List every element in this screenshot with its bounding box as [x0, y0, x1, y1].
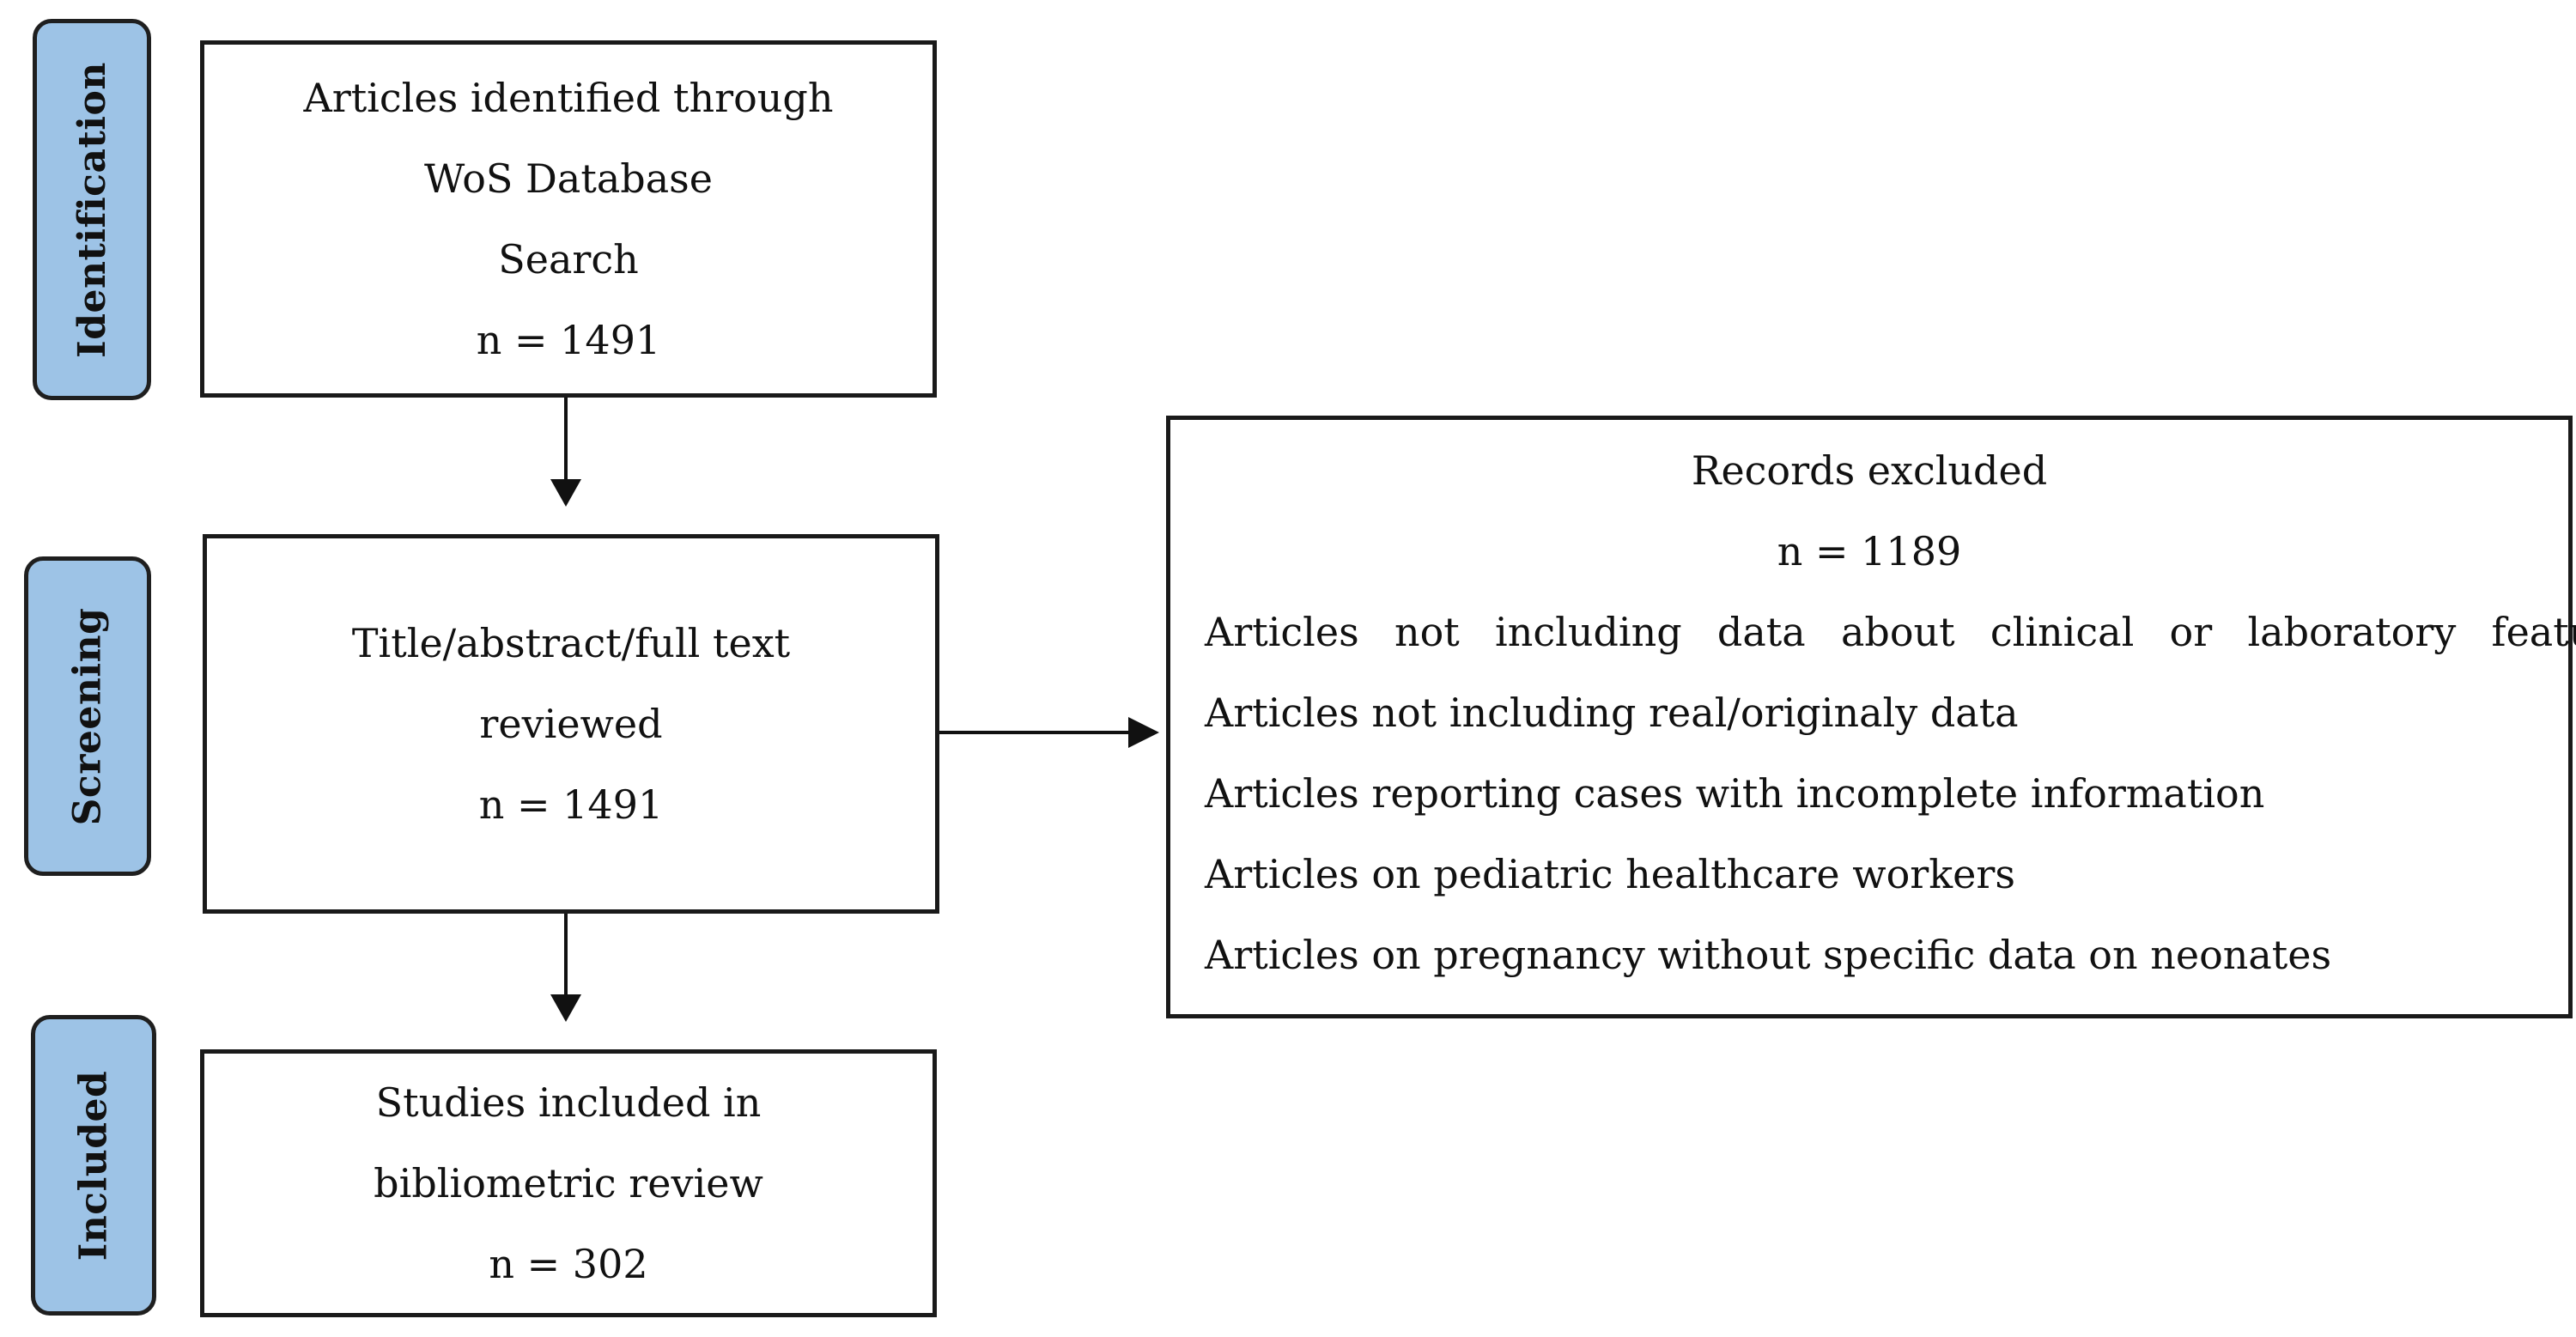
identified-line-3: Search [498, 236, 639, 283]
included-count: n = 302 [489, 1241, 648, 1287]
excluded-reason-5: Articles on pregnancy without specific d… [1205, 932, 2332, 978]
identified-box: Articles identified through WoS Database… [200, 40, 937, 398]
identified-line-2: WoS Database [424, 155, 713, 202]
stage-screening: Screening [24, 556, 151, 876]
screened-line-1: Title/abstract/full text [351, 620, 791, 666]
screened-line-2: reviewed [479, 701, 663, 747]
identified-count: n = 1491 [476, 317, 661, 363]
arrowhead-screened-to-included [550, 994, 581, 1022]
excluded-reason-2: Articles not including real/originaly da… [1205, 690, 2019, 736]
included-line-1: Studies included in [375, 1079, 762, 1126]
stage-included: Included [31, 1015, 156, 1316]
excluded-reason-1: Articles not including data about clinic… [1205, 592, 2576, 672]
screened-count: n = 1491 [478, 781, 664, 828]
stage-identification: Identification [33, 19, 151, 400]
excluded-box: Records excluded n = 1189 Articles not i… [1166, 416, 2576, 1018]
excluded-reason-4: Articles on pediatric healthcare workers [1205, 851, 2015, 897]
screened-box: Title/abstract/full text reviewed n = 14… [203, 534, 939, 914]
identified-line-1: Articles identified through [303, 75, 834, 121]
excluded-reason-1-text: Articles not including data about clinic… [1205, 609, 2576, 655]
arrowhead-identified-to-screened [550, 479, 581, 507]
included-line-2: bibliometric review [374, 1160, 763, 1206]
included-box: Studies included in bibliometric review … [200, 1049, 937, 1317]
excluded-title: Records excluded [1691, 447, 2048, 494]
excluded-count: n = 1189 [1777, 528, 1962, 574]
arrowhead-screened-to-excluded [1128, 717, 1159, 748]
excluded-reason-3: Articles reporting cases with incomplete… [1205, 770, 2265, 817]
